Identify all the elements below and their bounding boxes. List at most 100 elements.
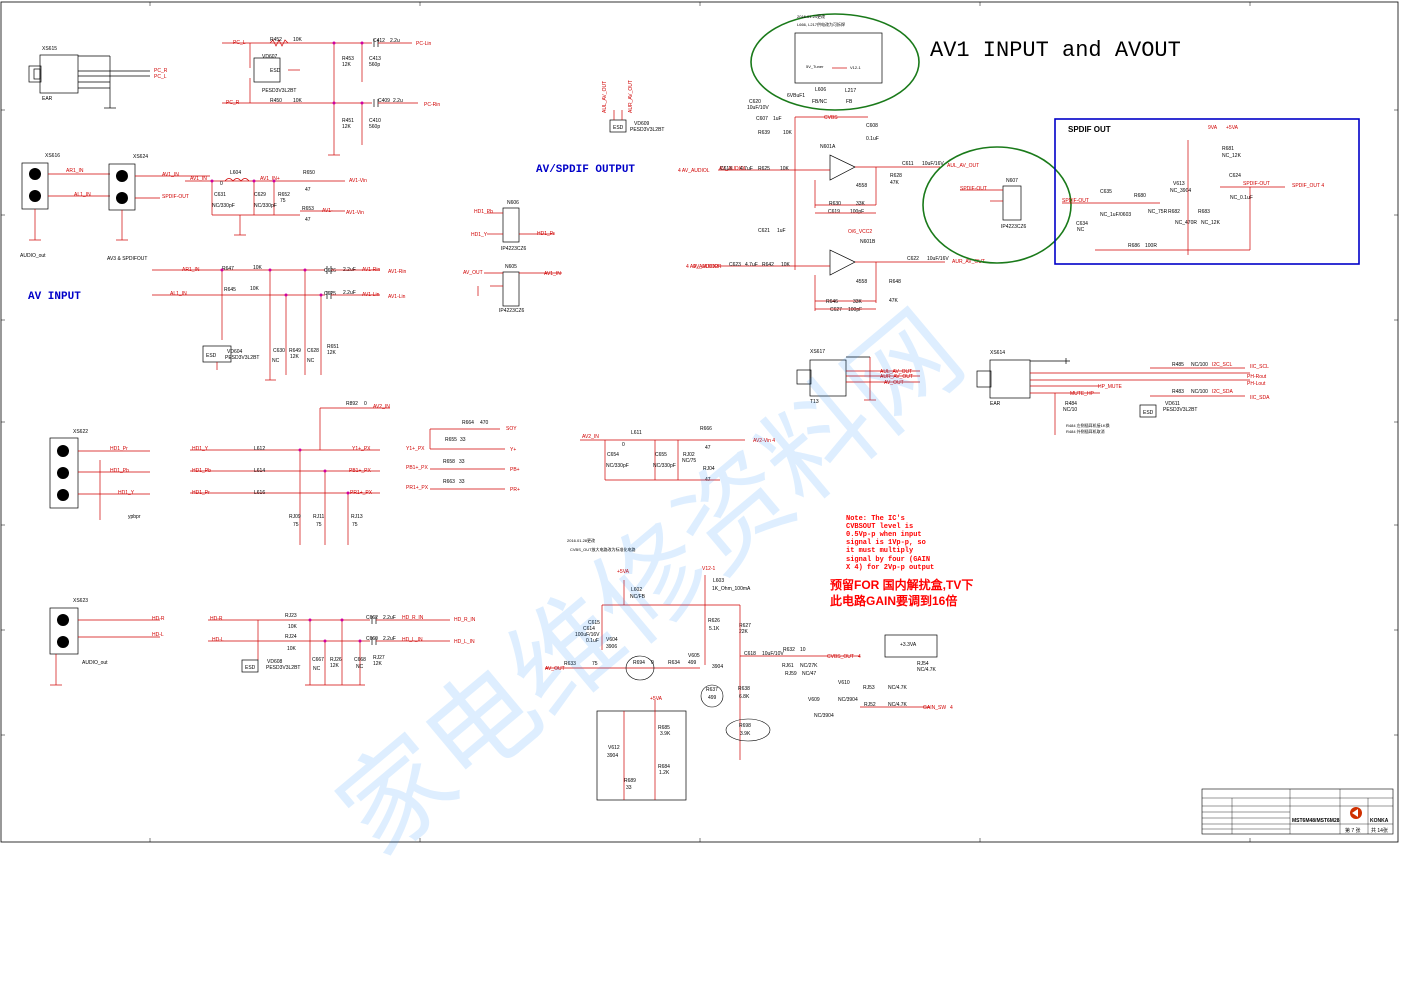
svg-text:CVBSOUT level is: CVBSOUT level is — [846, 523, 913, 531]
svg-text:4558: 4558 — [856, 183, 867, 189]
svg-text:FB: FB — [846, 99, 853, 105]
svg-text:HD-R: HD-R — [152, 616, 165, 622]
svg-text:RJ52: RJ52 — [864, 702, 876, 708]
svg-text:R685: R685 — [658, 725, 670, 731]
svg-text:R483: R483 — [1172, 389, 1184, 395]
svg-text:SPDIF_OUT 4: SPDIF_OUT 4 — [1292, 183, 1324, 189]
svg-text:C629: C629 — [254, 192, 266, 198]
svg-text:NC_12K: NC_12K — [1222, 153, 1242, 159]
svg-text:PB1+_PX: PB1+_PX — [349, 468, 371, 474]
svg-text:0: 0 — [622, 442, 625, 448]
svg-text:47K: 47K — [889, 298, 899, 304]
svg-text:XS616: XS616 — [45, 153, 60, 159]
svg-text:6VBuF1: 6VBuF1 — [787, 93, 805, 99]
svg-text:75: 75 — [592, 661, 598, 667]
svg-text:R651: R651 — [327, 344, 339, 350]
svg-text:C412: C412 — [373, 38, 385, 44]
svg-text:10K: 10K — [250, 286, 260, 292]
svg-text:RJ61: RJ61 — [782, 663, 794, 669]
svg-text:IP4223CZ6: IP4223CZ6 — [499, 308, 525, 314]
svg-text:R650: R650 — [303, 170, 315, 176]
svg-text:signal is 1Vp-p, so: signal is 1Vp-p, so — [846, 539, 926, 547]
svg-text:AV_AUDIOR: AV_AUDIOR — [693, 264, 722, 270]
svg-text:T13: T13 — [810, 399, 819, 405]
svg-text:AUL_AV_OUT: AUL_AV_OUT — [880, 369, 912, 375]
svg-text:6.8K: 6.8K — [739, 694, 750, 700]
svg-text:10K: 10K — [287, 646, 297, 652]
svg-text:AV1_IN: AV1_IN — [162, 172, 179, 178]
svg-text:XS624: XS624 — [133, 154, 148, 160]
svg-text:C631: C631 — [214, 192, 226, 198]
svg-text:R684: R684 — [658, 764, 670, 770]
svg-text:ypbpr: ypbpr — [128, 514, 141, 520]
svg-text:4.7uF: 4.7uF — [740, 166, 753, 172]
svg-text:470: 470 — [480, 420, 489, 426]
svg-text:12K: 12K — [327, 350, 337, 356]
svg-text:NC/47: NC/47 — [802, 671, 816, 677]
svg-text:RJ26: RJ26 — [330, 657, 342, 663]
svg-text:C619: C619 — [828, 209, 840, 215]
svg-text:AV2_IN: AV2_IN — [582, 434, 599, 440]
svg-text:R682: R682 — [1168, 209, 1180, 215]
svg-text:R642: R642 — [762, 262, 774, 268]
svg-text:10K: 10K — [293, 37, 303, 43]
svg-text:1.2K: 1.2K — [659, 770, 670, 776]
xs617-block: XS617 T13 AUL_AV_OUT AUR_AV_OUT AV_OUT — [796, 349, 920, 405]
svg-text:RJ02: RJ02 — [683, 452, 695, 458]
vd609-block: AUL_AV_OUT AUR_AV_OUT ESD VD609 PESD3V3L… — [602, 80, 664, 133]
svg-text:100uF/16V: 100uF/16V — [575, 632, 600, 638]
svg-text:4 AV_AUDIOR: 4 AV_AUDIOR — [686, 264, 719, 270]
svg-text:ESD: ESD — [613, 125, 624, 131]
svg-text:MST6M48/MST6M28: MST6M48/MST6M28 — [1292, 818, 1340, 824]
svg-text:4558: 4558 — [856, 279, 867, 285]
svg-text:V605: V605 — [688, 653, 700, 659]
svg-text:PC-Lin: PC-Lin — [416, 41, 432, 47]
svg-text:NC/330pF: NC/330pF — [653, 463, 676, 469]
svg-text:0: 0 — [364, 401, 367, 407]
svg-text:R637: R637 — [706, 687, 718, 693]
svg-text:L606: L606 — [815, 87, 826, 93]
svg-text:NC_75R: NC_75R — [1148, 209, 1168, 215]
svg-text:1uF: 1uF — [773, 116, 782, 122]
svg-text:NC/330pF: NC/330pF — [606, 463, 629, 469]
svg-text:NC_1uF/0603: NC_1uF/0603 — [1100, 212, 1131, 218]
svg-text:C622: C622 — [907, 256, 919, 262]
svg-text:N601B: N601B — [860, 239, 876, 245]
svg-text:V604: V604 — [606, 637, 618, 643]
title-block: MST6M48/MST6M28 KONKA 第 7 张 共 14张 — [1201, 788, 1394, 835]
svg-text:0.5Vp-p when input: 0.5Vp-p when input — [846, 531, 922, 539]
svg-text:100R: 100R — [1145, 243, 1157, 249]
svg-text:AUR_AV_OUT: AUR_AV_OUT — [628, 80, 634, 113]
svg-text:R634: R634 — [668, 660, 680, 666]
n606-block: N606 HD1_Pb HD1_Pr HD1_Y IP4223CZ6 — [471, 200, 555, 252]
svg-text:PESD3V3L2BT: PESD3V3L2BT — [1163, 407, 1197, 413]
svg-text:HD_R_IN: HD_R_IN — [454, 617, 476, 623]
svg-text:R647: R647 — [222, 266, 234, 272]
svg-text:ESD: ESD — [270, 68, 281, 74]
av-input-title: AV INPUT — [28, 291, 81, 303]
svg-text:NC: NC — [313, 666, 321, 672]
svg-text:R627: R627 — [739, 623, 751, 629]
svg-text:10: 10 — [800, 647, 806, 653]
svg-text:C413: C413 — [369, 56, 381, 62]
svg-text:HD_L_IN: HD_L_IN — [454, 639, 475, 645]
svg-text:AR1_IN: AR1_IN — [66, 168, 84, 174]
svg-text:100pF: 100pF — [848, 307, 862, 313]
svg-text:499: 499 — [688, 660, 697, 666]
svg-text:R666: R666 — [700, 426, 712, 432]
svg-text:FB/NC: FB/NC — [812, 99, 827, 105]
svg-text:共 14张: 共 14张 — [1371, 827, 1388, 834]
tuner-rev-block: 2016.01.24更改 L666, L217供电改为可拆焊 5V_Tuner … — [750, 13, 920, 111]
svg-text:NC/4.7K: NC/4.7K — [888, 702, 908, 708]
svg-text:V12-1: V12-1 — [850, 65, 861, 70]
svg-text:AV1-Rin: AV1-Rin — [362, 267, 380, 273]
svg-text:33: 33 — [626, 785, 632, 791]
svg-text:12K: 12K — [290, 354, 300, 360]
svg-text:+5VA: +5VA — [1226, 125, 1239, 131]
svg-text:C623: C623 — [729, 262, 741, 268]
svg-text:RJ24: RJ24 — [285, 634, 297, 640]
svg-text:0.1uF: 0.1uF — [866, 136, 879, 142]
